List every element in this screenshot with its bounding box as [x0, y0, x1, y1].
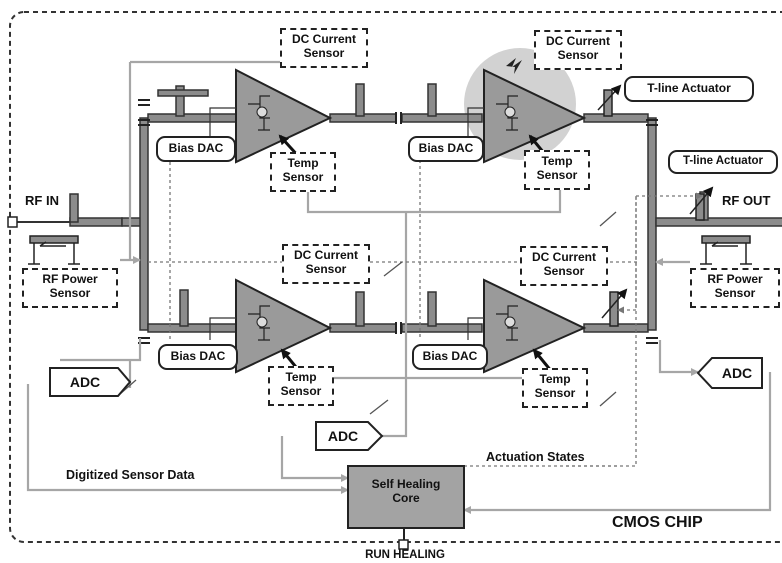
rf-power-sensor-right-line1: RF Power	[707, 272, 763, 286]
digitized-sensor-data-label: Digitized Sensor Data	[66, 468, 195, 482]
temp-sensor-2-line1: Temp	[541, 154, 573, 168]
temp-sensor-1: Temp Sensor	[270, 152, 336, 192]
tline-actuator-1: T-line Actuator	[624, 76, 754, 102]
temp-sensor-4: Temp Sensor	[522, 368, 588, 408]
self-healing-core: Self Healing Core	[348, 477, 464, 518]
sensor-feedback-lines	[26, 60, 772, 514]
dc-current-sensor-3-line1: DC Current	[293, 248, 358, 262]
dc-current-sensor-4-line2: Sensor	[543, 263, 585, 278]
adc-left: ADC	[69, 374, 101, 390]
dc-current-sensor-2-line2: Sensor	[557, 47, 599, 62]
coupling-capacitors	[138, 99, 658, 344]
bias-dac-3: Bias DAC	[158, 344, 238, 370]
rf-in-label: RF IN	[25, 193, 59, 208]
amplifier-bottom-right	[483, 278, 587, 374]
temp-sensor-4-line1: Temp	[539, 372, 571, 386]
self-healing-core-line1: Self Healing	[371, 477, 441, 491]
dc-current-sensor-2: DC Current Sensor	[534, 30, 622, 70]
amplifier-top-left	[235, 68, 333, 164]
adc-center: ADC	[327, 428, 359, 444]
adc-shapes	[49, 357, 763, 451]
run-healing-label: RUN HEALING	[365, 549, 445, 561]
dc-current-sensor-3-line2: Sensor	[305, 261, 347, 276]
cmos-chip-boundary	[9, 11, 782, 543]
temp-sensor-1-line2: Sensor	[282, 169, 324, 184]
rf-power-sensor-right-line2: Sensor	[714, 285, 756, 300]
cmos-chip-label: CMOS CHIP	[612, 514, 703, 531]
dc-current-sensor-1: DC Current Sensor	[280, 28, 368, 68]
dc-current-sensor-1-line2: Sensor	[303, 45, 345, 60]
bias-lines	[209, 107, 484, 340]
temp-sensor-2: Temp Sensor	[524, 150, 590, 190]
fault-spark-icon	[506, 58, 522, 74]
rf-power-sensor-right: RF Power Sensor	[690, 268, 780, 308]
self-healing-core-box	[347, 465, 465, 529]
amplifier-bottom-left	[235, 278, 333, 374]
rf-out-label: RF OUT	[722, 193, 771, 208]
temp-sensor-3-line1: Temp	[285, 370, 317, 384]
temp-sensor-1-line1: Temp	[287, 156, 319, 170]
rf-power-sensor-left-line2: Sensor	[49, 285, 91, 300]
bias-dac-1: Bias DAC	[156, 136, 236, 162]
actuation-dotted-lines	[148, 150, 703, 467]
self-healing-core-line2: Core	[392, 490, 420, 505]
bias-dac-4: Bias DAC	[412, 344, 488, 370]
temp-sensor-2-line2: Sensor	[536, 167, 578, 182]
adc-right: ADC	[721, 365, 753, 381]
dc-current-sensor-2-line1: DC Current	[545, 34, 610, 48]
rf-in-port	[7, 216, 18, 228]
actuation-states-label: Actuation States	[486, 450, 585, 464]
rf-power-sensor-left-line1: RF Power	[42, 272, 98, 286]
rf-power-sensor-left: RF Power Sensor	[22, 268, 118, 308]
dc-current-sensor-3: DC Current Sensor	[282, 244, 370, 284]
rf-power-couplers	[28, 235, 752, 265]
temp-sensor-4-line2: Sensor	[534, 385, 576, 400]
temp-sensor-3-line2: Sensor	[280, 383, 322, 398]
dc-current-sensor-4: DC Current Sensor	[520, 246, 608, 286]
dc-current-sensor-4-line1: DC Current	[531, 250, 596, 264]
tline-actuator-2: T-line Actuator	[668, 150, 778, 174]
run-healing-port	[398, 539, 409, 550]
temp-sensor-3: Temp Sensor	[268, 366, 334, 406]
bias-dac-2: Bias DAC	[408, 136, 484, 162]
dc-current-sensor-1-line1: DC Current	[291, 32, 356, 46]
